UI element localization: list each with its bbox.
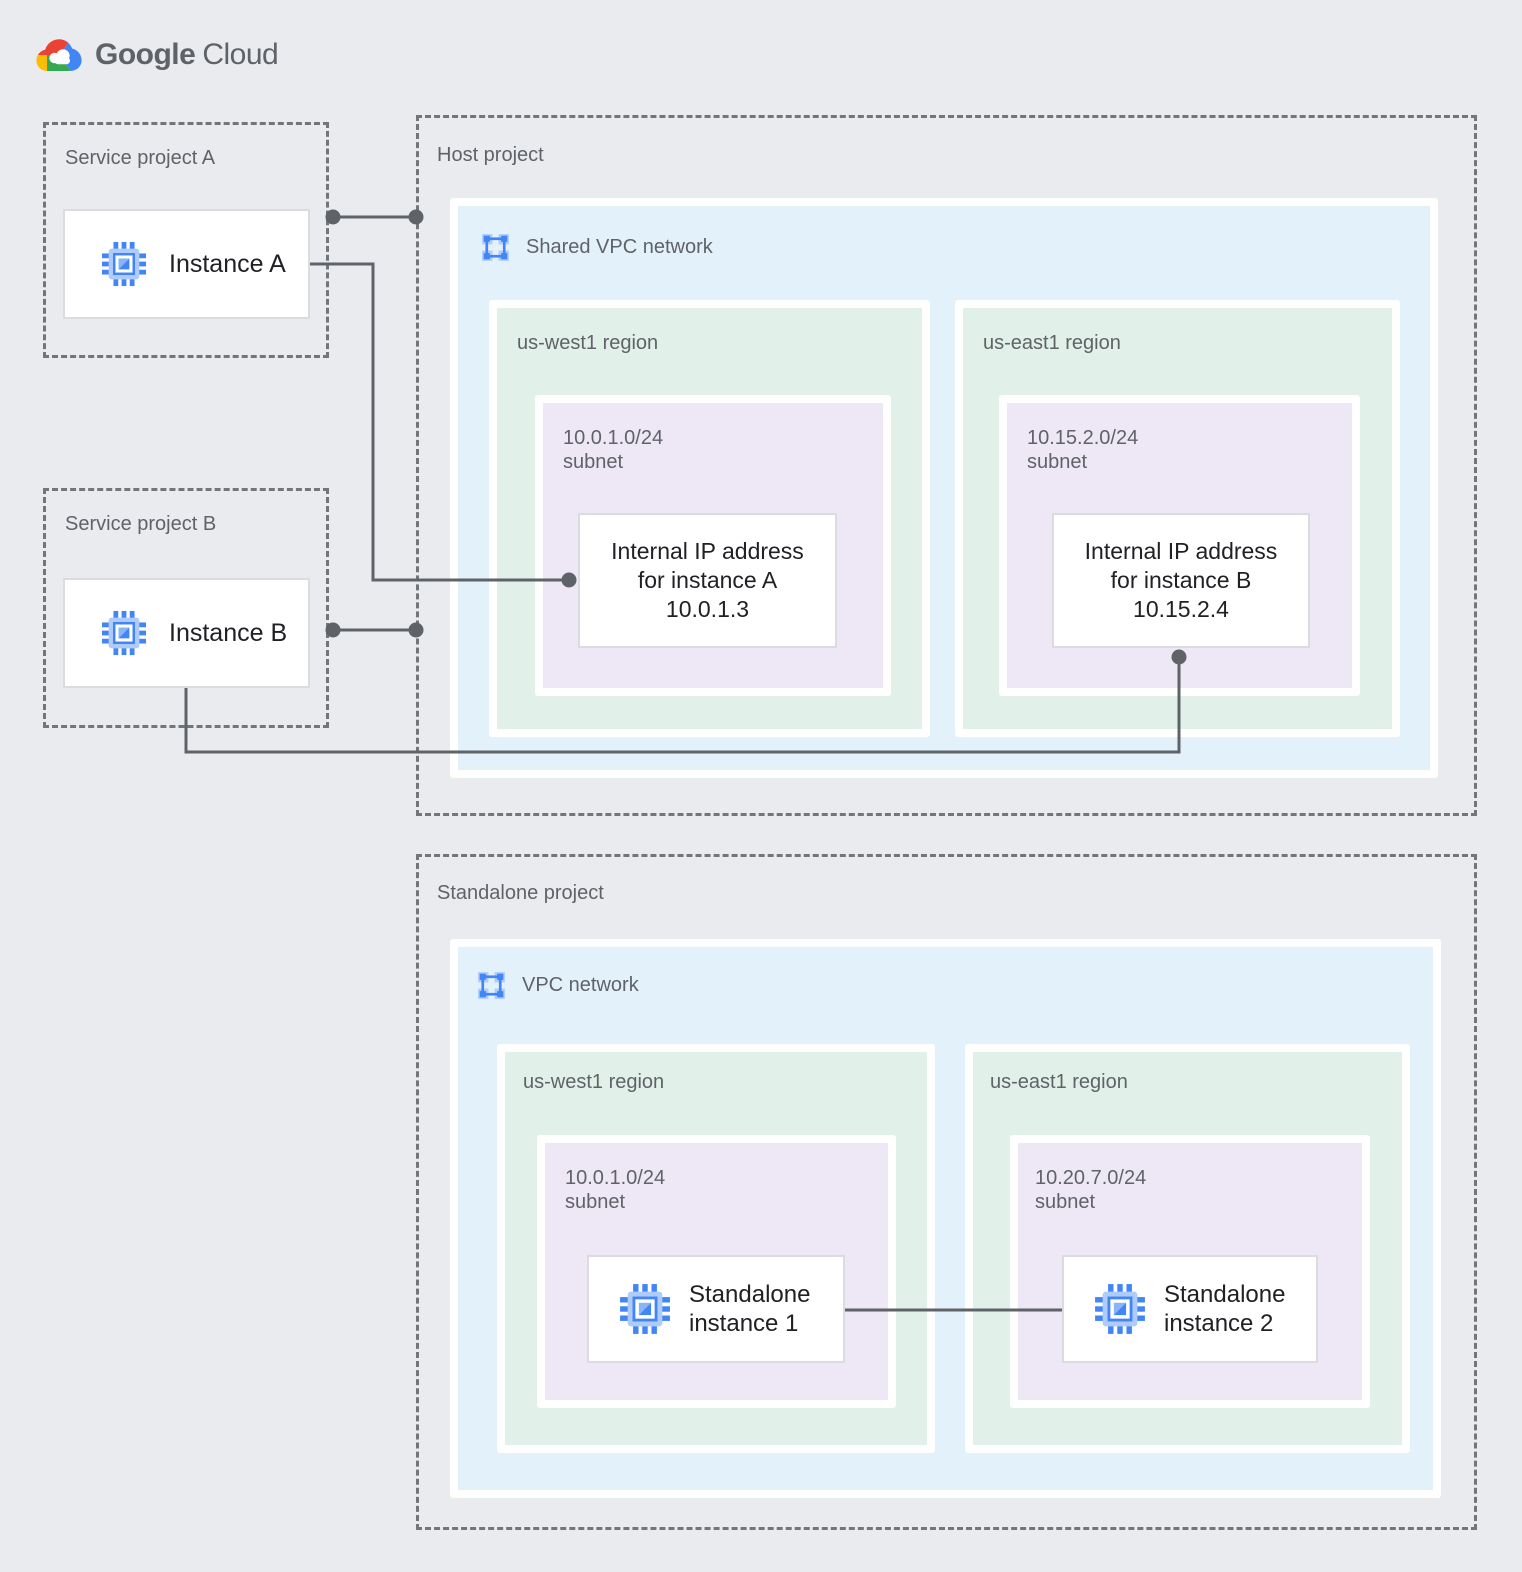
instance-b-label: Instance B — [169, 618, 288, 647]
compute-engine-icon — [101, 241, 147, 287]
standalone-1-line-2: instance 1 — [689, 1310, 799, 1337]
standalone-instance-1-label: Standalone instance 1 — [689, 1280, 810, 1338]
host-west-subnet-word: subnet — [563, 451, 624, 473]
ip-a-line-2: for instance A — [637, 567, 778, 593]
instance-a-label: Instance A — [169, 249, 286, 278]
standalone-instance-1-node: Standalone instance 1 — [587, 1255, 845, 1363]
ip-b-line-1: Internal IP address — [1084, 538, 1278, 564]
internal-ip-b-text: Internal IP address for instance B 10.15… — [1085, 537, 1278, 624]
host-west-subnet-cidr: 10.0.1.0/24 — [563, 427, 664, 449]
logo-text-cloud: Cloud — [202, 38, 279, 71]
vpc-network-label: VPC network — [522, 974, 639, 996]
standalone-east-subnet-cidr: 10.20.7.0/24 — [1035, 1167, 1147, 1189]
vpc-network-row: VPC network — [473, 967, 639, 1004]
standalone-west-subnet-label: 10.0.1.0/24 subnet — [565, 1166, 665, 1214]
standalone-project-title: Standalone project — [437, 882, 604, 904]
host-project-title: Host project — [437, 144, 544, 166]
standalone-west-region-label: us-west1 region — [523, 1071, 665, 1093]
shared-vpc-network-label: Shared VPC network — [526, 236, 713, 258]
vpc-network-icon — [480, 232, 511, 263]
standalone-2-line-1: Standalone — [1164, 1281, 1286, 1308]
compute-engine-icon — [1094, 1283, 1146, 1335]
standalone-1-line-1: Standalone — [689, 1281, 811, 1308]
host-east-subnet-word: subnet — [1027, 451, 1088, 473]
standalone-project-box — [416, 854, 1477, 1530]
ip-a-line-1: Internal IP address — [611, 538, 804, 564]
service-project-a-box — [43, 122, 329, 358]
standalone-east-region-label: us-east1 region — [990, 1071, 1128, 1093]
service-project-a-title: Service project A — [65, 147, 216, 169]
compute-engine-icon — [101, 610, 147, 656]
service-project-b-title: Service project B — [65, 513, 217, 535]
standalone-west-subnet-word: subnet — [565, 1191, 626, 1213]
google-cloud-icon — [36, 39, 82, 71]
logo-text-google: Google — [95, 38, 196, 71]
standalone-2-line-2: instance 2 — [1164, 1310, 1274, 1337]
standalone-west-subnet-cidr: 10.0.1.0/24 — [565, 1167, 666, 1189]
internal-ip-b-node: Internal IP address for instance B 10.15… — [1052, 513, 1310, 648]
vpc-network-icon — [476, 970, 507, 1001]
shared-vpc-network-row: Shared VPC network — [477, 229, 713, 266]
host-east-subnet-label: 10.15.2.0/24 subnet — [1027, 426, 1138, 474]
standalone-east-subnet-word: subnet — [1035, 1191, 1096, 1213]
standalone-instance-2-node: Standalone instance 2 — [1062, 1255, 1318, 1363]
ip-a-line-3: 10.0.1.3 — [665, 596, 750, 622]
internal-ip-a-text: Internal IP address for instance A 10.0.… — [611, 537, 804, 624]
host-east-subnet-cidr: 10.15.2.0/24 — [1027, 427, 1139, 449]
host-west-region-label: us-west1 region — [517, 332, 659, 354]
instance-b-node: Instance B — [63, 578, 310, 688]
internal-ip-a-node: Internal IP address for instance A 10.0.… — [578, 513, 837, 648]
host-east-region-label: us-east1 region — [983, 332, 1121, 354]
compute-engine-icon — [619, 1283, 671, 1335]
standalone-instance-2-label: Standalone instance 2 — [1164, 1280, 1285, 1338]
standalone-east-subnet-label: 10.20.7.0/24 subnet — [1035, 1166, 1146, 1214]
instance-a-node: Instance A — [63, 209, 310, 319]
ip-b-line-3: 10.15.2.4 — [1133, 596, 1229, 622]
host-west-subnet-label: 10.0.1.0/24 subnet — [563, 426, 663, 474]
ip-b-line-2: for instance B — [1110, 567, 1252, 593]
